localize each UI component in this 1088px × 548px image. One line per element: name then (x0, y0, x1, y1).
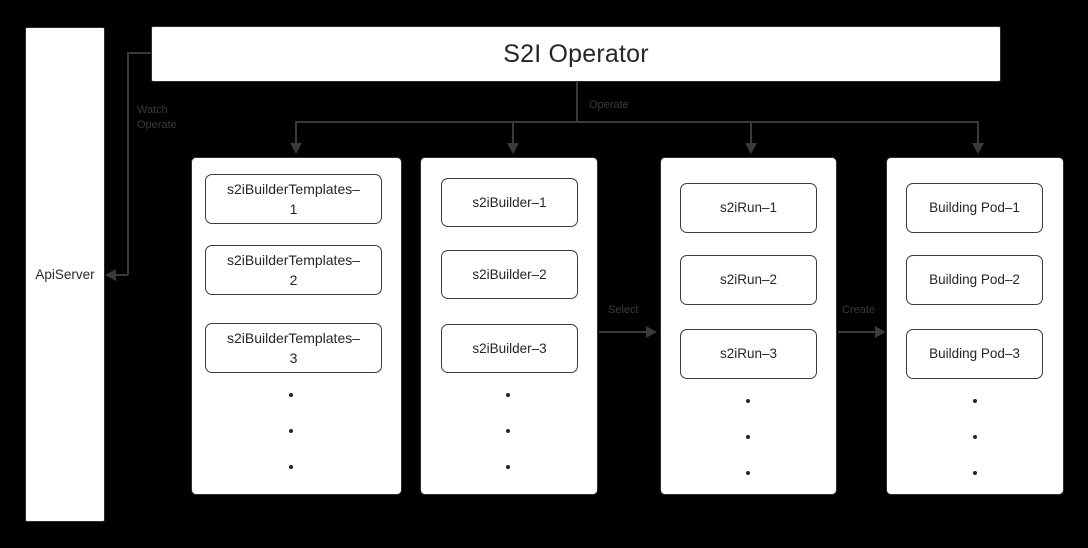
s2i-operator-label: S2I Operator (503, 39, 649, 68)
card-s2irun-3[interactable]: s2iRun–3 (680, 329, 817, 379)
edge-label-create: Create (842, 304, 876, 316)
card-s2irun-2[interactable]: s2iRun–2 (680, 255, 817, 305)
connector-operator-to-apiserver-bottom (113, 274, 128, 276)
connector-distribution-bus (296, 121, 978, 123)
s2i-operator-node[interactable]: S2I Operator (151, 26, 1001, 82)
apiserver-node[interactable]: ApiServer (25, 27, 105, 522)
card-s2ibuildertemplates-2[interactable]: s2iBuilderTemplates– 2 (205, 245, 382, 295)
apiserver-label: ApiServer (35, 267, 95, 282)
card-s2ibuilder-2[interactable]: s2iBuilder–2 (441, 250, 578, 299)
connector-operator-to-apiserver-vertical (127, 52, 129, 275)
arrow-into-apiserver (105, 269, 116, 281)
edge-label-select: Select (608, 304, 639, 316)
edge-label-watch-operate: Watch Operate (137, 104, 177, 131)
ellipsis-building-pod (972, 399, 978, 475)
connector-drop-column-2 (512, 121, 514, 146)
connector-create (838, 331, 878, 333)
arrow-into-column-3 (745, 143, 757, 154)
ellipsis-s2ibuildertemplates (288, 393, 294, 469)
card-building-pod-1[interactable]: Building Pod–1 (906, 183, 1043, 233)
connector-operator-to-apiserver-top (128, 52, 152, 54)
connector-select (599, 331, 647, 333)
card-s2ibuildertemplates-1[interactable]: s2iBuilderTemplates– 1 (205, 174, 382, 224)
card-s2irun-1[interactable]: s2iRun–1 (680, 183, 817, 233)
connector-drop-column-4 (977, 121, 979, 146)
arrow-select (646, 326, 657, 338)
connector-drop-column-3 (750, 121, 752, 146)
connector-drop-column-1 (295, 121, 297, 146)
card-s2ibuilder-3[interactable]: s2iBuilder–3 (441, 324, 578, 373)
ellipsis-s2irun (745, 399, 751, 475)
arrow-create (875, 326, 886, 338)
ellipsis-s2ibuilder (505, 393, 511, 469)
arrow-into-column-2 (507, 143, 519, 154)
connector-operator-trunk (576, 82, 578, 122)
card-s2ibuilder-1[interactable]: s2iBuilder–1 (441, 178, 578, 227)
card-building-pod-2[interactable]: Building Pod–2 (906, 255, 1043, 305)
card-building-pod-3[interactable]: Building Pod–3 (906, 329, 1043, 379)
arrow-into-column-4 (972, 143, 984, 154)
card-s2ibuildertemplates-3[interactable]: s2iBuilderTemplates– 3 (205, 323, 382, 373)
edge-label-operate: Operate (589, 99, 629, 111)
arrow-into-column-1 (290, 143, 302, 154)
